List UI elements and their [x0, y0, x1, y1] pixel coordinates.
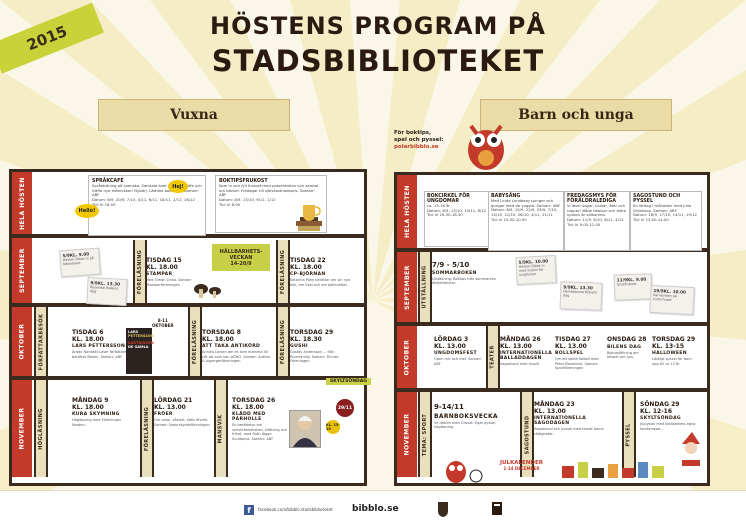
row-label-hela-hosten: HELA HÖSTEN: [397, 175, 417, 248]
shelf-rail: [394, 388, 710, 392]
section-header-kids-label: Barn och unga: [518, 107, 634, 123]
page-title-line2: STADSBIBLIOTEKET: [211, 44, 545, 78]
shelf-rail: [9, 303, 367, 307]
card-title: BOKTIPSFRUKOST: [219, 179, 268, 184]
row-label-oktober: OKTOBER: [397, 326, 417, 388]
section-header-kids: Barn och unga: [480, 99, 672, 131]
event-card-sprakcafe: SPRÅKCAFÉ Språkträning på svenska. Samta…: [88, 175, 206, 236]
julkalender-label: JULKALENDER 1-24 DECEMBER: [500, 460, 543, 471]
shelf-rail: [394, 322, 710, 326]
card-time: Tid: kl 8.00: [219, 201, 241, 207]
event-kladd-med-parholle: TORSDAG 26 KL. 18.00 KLÄDD MED PÅRHOLLE …: [232, 397, 288, 441]
badge-29-11: 29/11: [336, 399, 354, 417]
tips-callout: För boktips, spel och pyssel: polarbibbl…: [394, 130, 444, 151]
row-label-tema-sport: TEMA: SPORT: [418, 392, 432, 477]
note-sep-2: 9/9KL. 13.30 Rosendal Bokens dag: [86, 276, 128, 307]
vlabel-mansvik: MANSVIK: [214, 380, 228, 477]
vlabel-sagostund: SAGOSTUND: [520, 392, 534, 477]
hej-speech-bubble: Hej!: [168, 180, 188, 193]
facebook-icon[interactable]: f: [244, 505, 254, 515]
event-att-taka-antikord: TORSDAG 8 KL. 18.00 ATT TAKA ANTIKÖRD An…: [202, 329, 271, 364]
polarbibblo-link[interactable]: polarbibblo.se: [394, 144, 439, 151]
row-label-oktober: OKTOBER: [12, 307, 32, 376]
page-title-line1: HÖSTENS PROGRAM PÅ: [210, 12, 546, 40]
vlabel-hoglasning: HÖGLÄSNING: [34, 380, 48, 477]
vlabel-forelasning: FÖRELÄSNING: [188, 307, 202, 376]
municipality-logo: [438, 502, 448, 517]
shelf-rail: [9, 234, 367, 238]
card-desc: Kom in och fyll frukost med presentation…: [219, 183, 319, 198]
section-header-adults: Vuxna: [98, 99, 290, 131]
page-footer: [0, 490, 746, 528]
event-gushi: TORSDAG 29 KL. 18.30 GUSHI Gustav Anders…: [290, 329, 339, 364]
row-label-hela-hosten: HELA HÖSTEN: [12, 172, 32, 234]
badge-kl-13-15: KL. 13-15: [326, 420, 340, 434]
row-label-utstallning: UTSTÄLLNING: [418, 252, 432, 322]
event-froer: LÖRDAG 21 KL. 13.00 FRÖER Om vetar, såkl…: [154, 397, 210, 427]
vlabel-teater: TEATER: [486, 326, 500, 388]
event-card-boktipsfrukost: BOKTIPSFRUKOST Kom in och fyll frukost m…: [215, 175, 327, 233]
owl-with-ball-icon: [446, 461, 483, 483]
mushrooms-icon: [194, 284, 221, 298]
vlabel-forelasning: FÖRELÄSNING: [276, 240, 290, 303]
row-label-november: NOVEMBER: [397, 392, 417, 477]
facebook-link[interactable]: facebook.com/bibblo.stadsbiblioteket: [258, 507, 333, 512]
card-dates: Datum: 6/9, 20/9, 7/10, 4/11, 6/11, 18/1…: [92, 197, 195, 203]
skyltsondag-label: SKYLTSÖNDAG: [326, 378, 371, 385]
row-label-november: NOVEMBER: [12, 380, 32, 477]
owl-mascot-icon: [468, 124, 504, 170]
bibblo-site-link[interactable]: bibblo.se: [352, 504, 399, 514]
library-logo: [492, 502, 502, 515]
christmas-gifts-icon: [562, 462, 664, 478]
event-cp-bjornan: TISDAG 22 KL. 18.00 CP-BJÖRNAN Katarina …: [290, 257, 350, 287]
vlabel-pyssel: PYSSEL: [622, 392, 636, 477]
row-label-september: SEPTEMBER: [12, 238, 32, 303]
card-title: SPRÅKCAFÉ: [92, 179, 124, 184]
event-stampar: TISDAG 15 KL. 18.00 STAMPAR Med Simon Li…: [146, 257, 192, 287]
section-header-adults-label: Vuxna: [170, 107, 218, 123]
vlabel-forelasning: FÖRELÄSNING: [133, 240, 147, 303]
hello-speech-bubble: Hello!: [75, 204, 99, 218]
santa-icon: [682, 432, 700, 466]
card-dates: Datum: 8/9, 13/10, 9/11, 1/12: [219, 197, 276, 203]
event-sommarboken: 7/9 - 5/10 SOMMARBOKEN Utställning: Bokt…: [432, 261, 496, 286]
card-time: Tid: kl 16.00: [92, 201, 116, 207]
event-lars-pettersson: TISDAG 6 KL. 18.00 LARS PETTERSSON Ärade…: [72, 329, 127, 359]
author-photo: [289, 410, 321, 448]
note-sep-1: 5/9KL. 9.00 Hösten flätas in på bibliote…: [59, 247, 101, 278]
event-kura-skymning: MÅNDAG 9 KL. 18.00 KURA SKYMNING Högläsn…: [72, 397, 122, 427]
shelf-rail: [9, 376, 367, 380]
vlabel-forelasning: FÖRELÄSNING: [276, 307, 290, 376]
coffee-cup-on-books-icon: [296, 205, 322, 231]
row-label-september: SEPTEMBER: [397, 252, 417, 322]
vlabel-forfattarbesok: FÖRFATTARBESÖK: [34, 307, 48, 376]
vlabel-forelasning: FÖRELÄSNING: [140, 380, 154, 477]
card-desc: Språkträning på svenska. Samtala över en…: [92, 183, 202, 198]
